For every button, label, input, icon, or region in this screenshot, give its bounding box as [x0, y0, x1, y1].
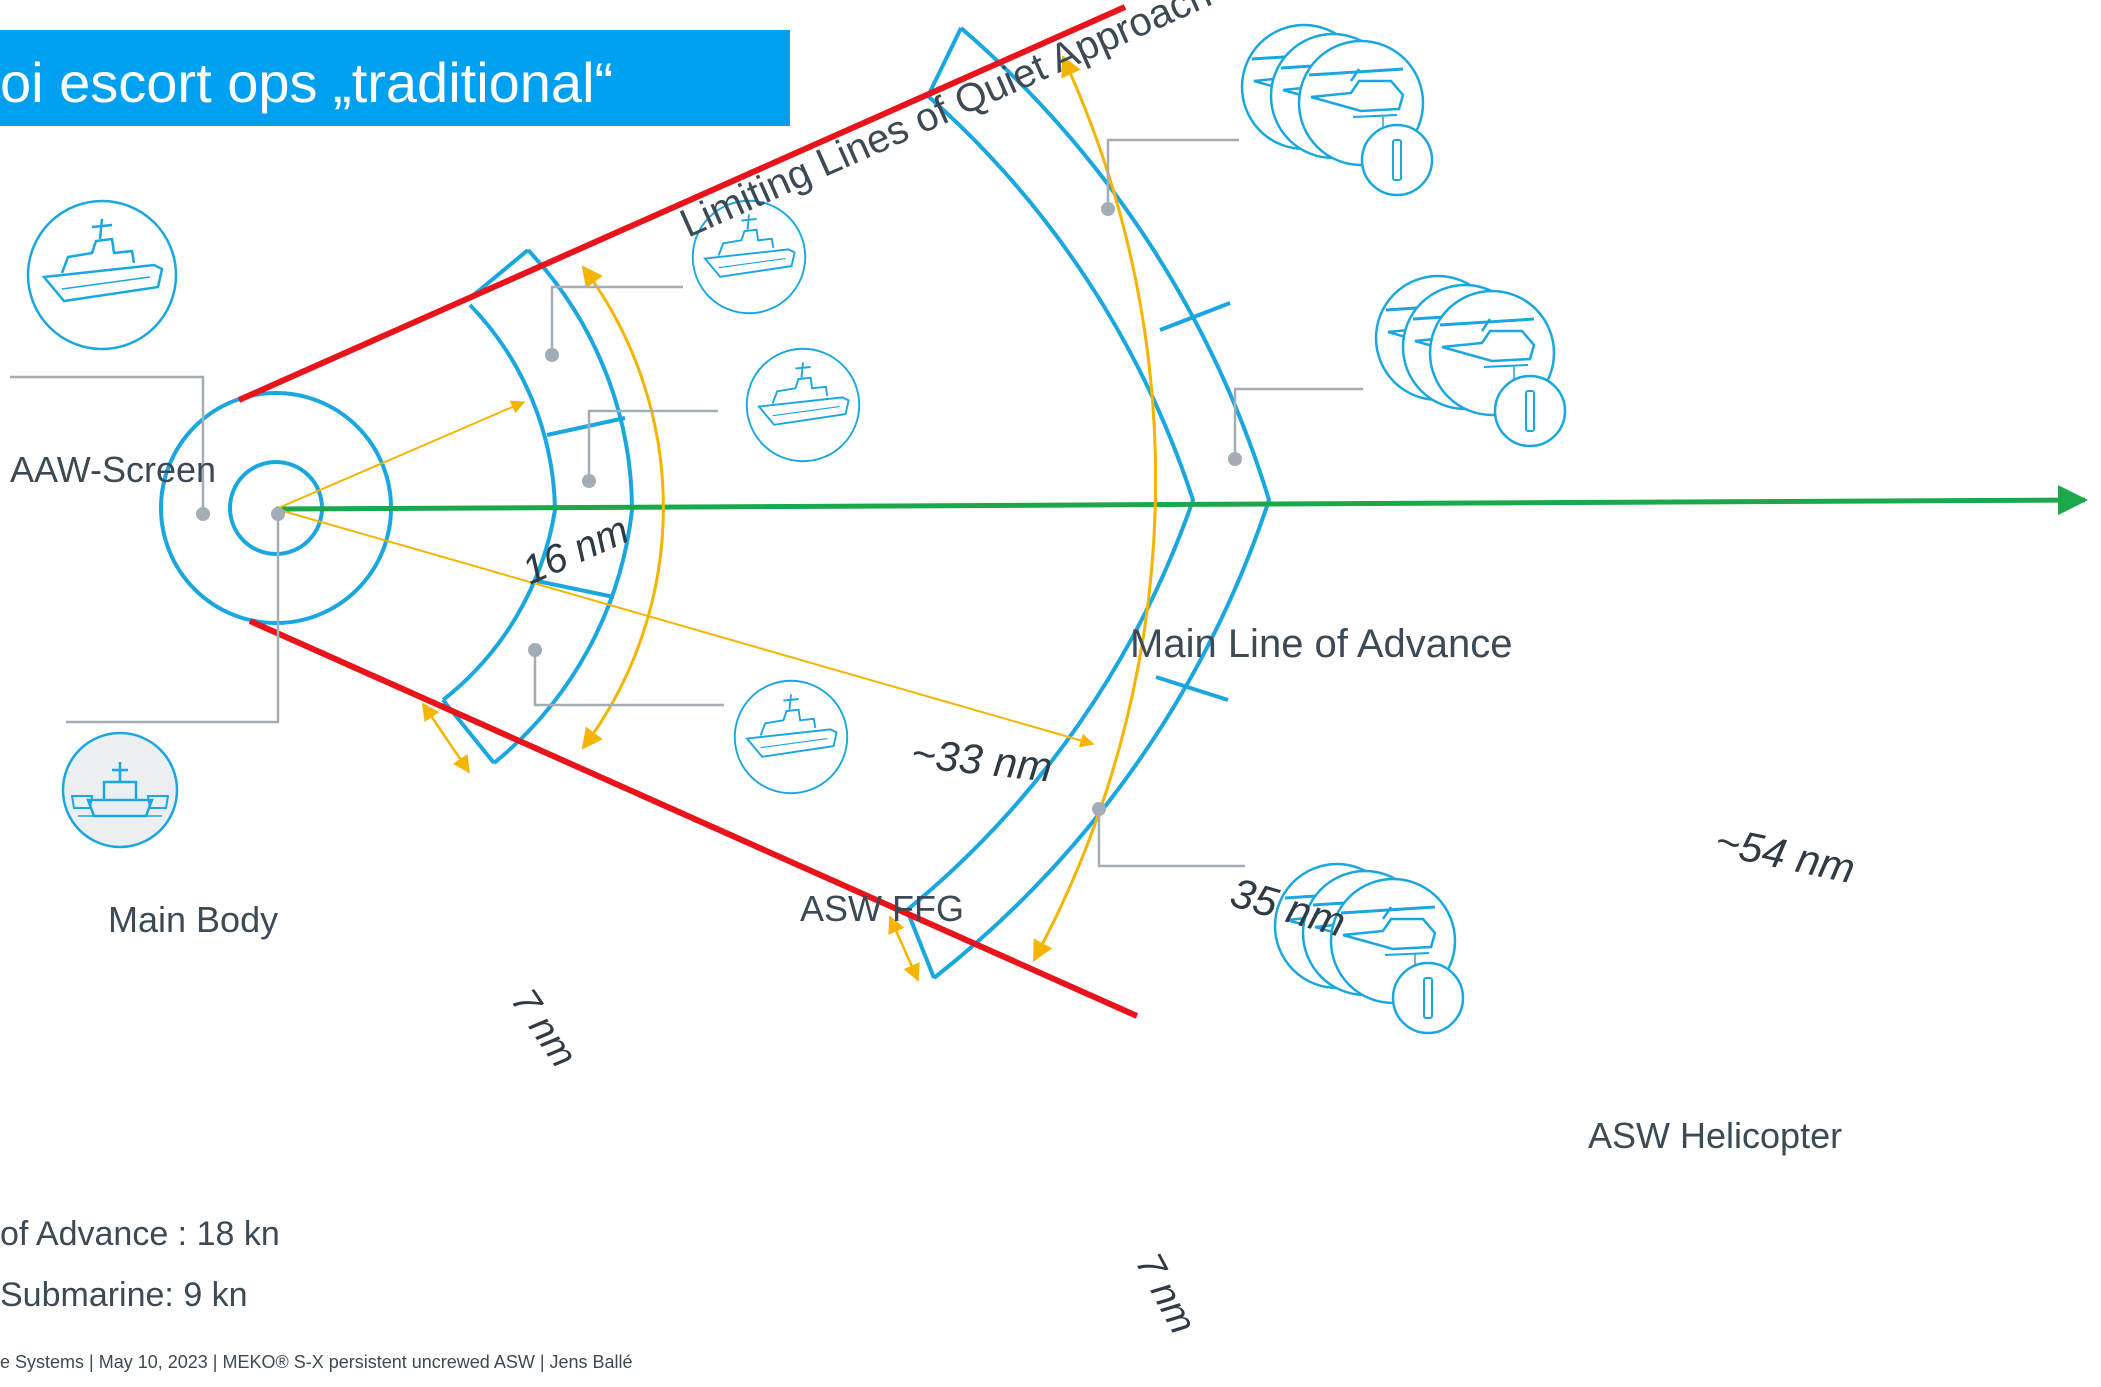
helicopter-group-2: [1374, 274, 1567, 448]
ffg-frigate-icon-2: [745, 347, 861, 463]
leader-helo-3: [1097, 809, 1245, 868]
dot-aaw-screen: [196, 507, 210, 521]
label-main-body: Main Body: [108, 899, 278, 940]
range-arrow-35nm: [275, 508, 1095, 748]
title-bar: [0, 30, 790, 126]
measure-7nm-outer: 7 nm: [1127, 1247, 1204, 1341]
sonobuoy-icon: [1391, 961, 1465, 1035]
dot-helo-3: [1092, 802, 1106, 816]
measure-54nm: ~54 nm: [1711, 817, 1859, 892]
label-limiting-lines: Limiting Lines of Quiet Approach: [674, 0, 1218, 246]
ffg-frigate-icon-3: [733, 679, 849, 795]
leader-ffg-3: [533, 650, 724, 707]
dot-main-body: [271, 507, 285, 521]
sonobuoy-icon: [1493, 374, 1567, 448]
limiting-line-lower: [248, 618, 1139, 1019]
label-aaw-screen: AAW-Screen: [10, 449, 216, 490]
leader-helo-1: [1106, 138, 1239, 208]
arc-arrow-33nm: [581, 265, 665, 750]
slide-title: oi escort ops „traditional“: [0, 51, 614, 114]
range-arrow-16nm: [275, 400, 526, 510]
helicopter-group-3: [1273, 862, 1465, 1035]
ffg-sector-divider-1: [546, 416, 626, 437]
submarine-speed: Submarine: 9 kn: [0, 1276, 248, 1314]
dot-ffg-3: [528, 643, 542, 657]
leader-ffg-1: [550, 285, 683, 354]
leader-main-body: [66, 514, 280, 724]
leader-ffg-2: [587, 409, 718, 480]
width-arrow-inner-7nm: [421, 702, 471, 774]
helicopter-group-1: [1240, 23, 1434, 197]
aaw-frigate-icon: [26, 199, 178, 351]
dot-ffg-1: [545, 348, 559, 362]
speed-of-advance: of Advance : 18 kn: [0, 1215, 280, 1253]
sonobuoy-icon: [1360, 123, 1434, 197]
arc-arrow-54nm: [1032, 55, 1158, 962]
main-line-of-advance-arrow: [275, 485, 2088, 516]
helo-sector-divider-2: [1155, 675, 1229, 702]
measure-7nm-inner: 7 nm: [503, 982, 585, 1076]
ffg-sector-inner-arc: [441, 303, 558, 702]
label-asw-ffg: ASW FFG: [800, 888, 964, 929]
measure-33nm: ~33 nm: [909, 729, 1054, 791]
label-asw-helicopter: ASW Helicopter: [1588, 1115, 1842, 1156]
label-main-line-of-advance: Main Line of Advance: [1130, 622, 1512, 666]
width-arrow-outer-7nm: [888, 915, 920, 982]
leader-aaw-screen: [10, 375, 205, 512]
helo-sector-top-edge: [926, 27, 963, 97]
dot-helo-1: [1101, 202, 1115, 216]
footer-text: e Systems | May 10, 2023 | MEKO® S-X per…: [0, 1352, 633, 1372]
dot-helo-2: [1228, 452, 1242, 466]
limiting-line-upper: [237, 4, 1127, 403]
helo-sector-divider-1: [1159, 301, 1231, 332]
leader-helo-2: [1233, 387, 1363, 458]
convoy-ships-icon: [61, 731, 179, 849]
dot-ffg-2: [582, 474, 596, 488]
